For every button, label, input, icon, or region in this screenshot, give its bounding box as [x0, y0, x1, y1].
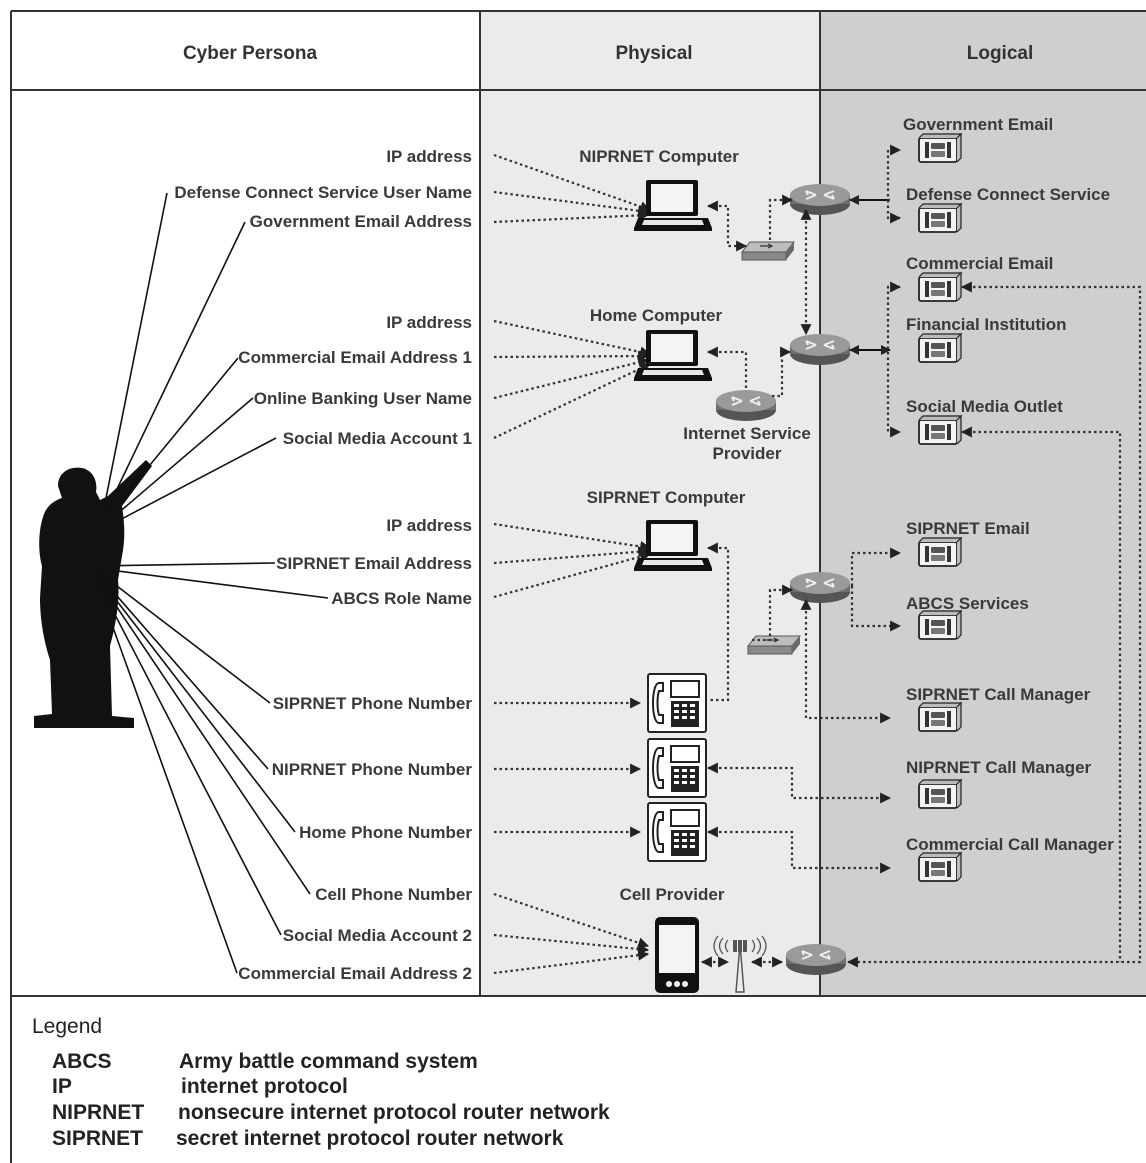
legend-abbr: SIPRNET: [52, 1127, 143, 1150]
persona-label: SIPRNET Phone Number: [273, 694, 473, 713]
logical-labels: Government Email Defense Connect Service…: [903, 115, 1114, 854]
legend-abbr: IP: [52, 1075, 72, 1098]
service-label: NIPRNET Call Manager: [906, 758, 1092, 777]
server-icon: [918, 333, 962, 363]
service-label: Financial Institution: [906, 315, 1067, 334]
server-icon: [918, 610, 962, 640]
service-label: Commercial Call Manager: [906, 835, 1114, 854]
persona-label: ABCS Role Name: [331, 589, 472, 608]
legend-definition: secret internet protocol router network: [176, 1127, 564, 1150]
header-logical: Logical: [967, 43, 1034, 64]
logical-network-links: [846, 144, 1142, 968]
persona-to-device-connectors: [493, 153, 652, 975]
persona-label: Commercial Email Address 1: [238, 348, 472, 367]
persona-label: Online Banking User Name: [254, 389, 472, 408]
legend-title: Legend: [32, 1015, 102, 1038]
server-icon: [918, 537, 962, 567]
persona-label: Social Media Account 1: [283, 429, 472, 448]
siprnet-phone-icon: [647, 673, 707, 733]
server-icon: [918, 702, 962, 732]
home-computer-label: Home Computer: [590, 306, 723, 325]
service-label: SIPRNET Call Manager: [906, 685, 1091, 704]
service-label: Social Media Outlet: [906, 397, 1063, 416]
cell-router-icon: [785, 943, 847, 976]
persona-label: SIPRNET Email Address: [276, 554, 472, 573]
persona-label: IP address: [386, 147, 472, 166]
persona-label: IP address: [386, 313, 472, 332]
persona-label: Commercial Email Address 2: [238, 964, 472, 983]
header-physical: Physical: [615, 43, 692, 64]
legend-definition: Army battle command system: [179, 1050, 478, 1073]
legend-definition: internet protocol: [181, 1075, 348, 1098]
persona-label: IP address: [386, 516, 472, 535]
service-label: ABCS Services: [906, 594, 1029, 613]
persona-label: NIPRNET Phone Number: [272, 760, 473, 779]
niprnet-computer-label: NIPRNET Computer: [579, 147, 739, 166]
isp-label-line2: Provider: [713, 444, 782, 463]
persona-label: Government Email Address: [250, 212, 472, 231]
isp-router-icon: [715, 389, 777, 422]
legend: Legend ABCS Army battle command system I…: [32, 1015, 610, 1150]
soldier-silhouette: [34, 460, 152, 728]
legend-definition: nonsecure internet protocol router netwo…: [178, 1101, 610, 1124]
server-icon: [918, 779, 962, 809]
legend-abbr: NIPRNET: [52, 1101, 144, 1124]
service-label: SIPRNET Email: [906, 519, 1030, 538]
siprnet-computer-label: SIPRNET Computer: [587, 488, 746, 507]
service-label: Government Email: [903, 115, 1053, 134]
niprnet-phone-icon: [647, 738, 707, 798]
cell-phone-icon: [655, 917, 699, 993]
persona-fan-lines: [93, 192, 329, 974]
physical-network-links: [700, 194, 892, 968]
service-label: Commercial Email: [906, 254, 1053, 273]
isp-label-line1: Internet Service: [683, 424, 811, 443]
siprnet-switch-icon: [747, 635, 801, 655]
server-icon: [918, 852, 962, 882]
internet-router-icon: [789, 333, 851, 366]
cell-provider-label: Cell Provider: [620, 885, 725, 904]
siprnet-router-icon: [789, 571, 851, 604]
niprnet-switch-icon: [741, 241, 795, 261]
persona-label: Defense Connect Service User Name: [174, 183, 472, 202]
persona-label: Cell Phone Number: [315, 885, 472, 904]
server-icon: [918, 272, 962, 302]
home-phone-icon: [647, 802, 707, 862]
server-icon: [918, 415, 962, 445]
server-icon: [918, 203, 962, 233]
persona-label: Home Phone Number: [299, 823, 472, 842]
server-icon: [918, 133, 962, 163]
legend-abbr: ABCS: [52, 1050, 112, 1073]
service-label: Defense Connect Service: [906, 185, 1110, 204]
persona-labels: IP address Defense Connect Service User …: [174, 147, 472, 983]
persona-label: Social Media Account 2: [283, 926, 472, 945]
header-cyber-persona: Cyber Persona: [183, 43, 318, 64]
niprnet-router-icon: [789, 183, 851, 216]
